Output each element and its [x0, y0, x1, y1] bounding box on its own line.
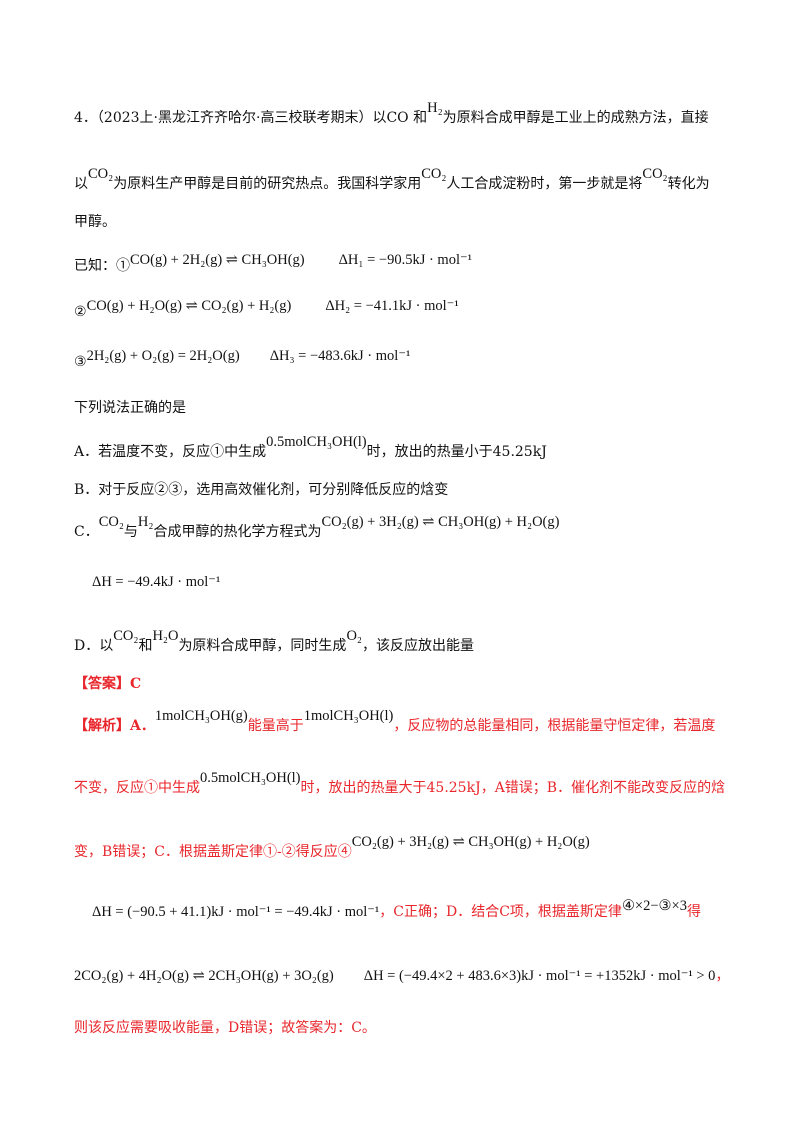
question-line-2: 以CO₂为原料生产甲醇是目前的研究热点。我国科学家用CO₂人工合成淀粉时，第一步…: [0, 166, 800, 194]
analysis-text: 得: [686, 904, 701, 920]
question-prompt-line: 下列说法正确的是: [0, 398, 800, 418]
question-source: （2023上·黑龙江齐齐哈尔·高三校联考期末）: [96, 110, 373, 126]
hess-calc-1: ΔH = (−90.5 + 41.1)kJ · mol⁻¹ = −49.4kJ …: [92, 904, 380, 920]
analysis-text: ，: [715, 968, 730, 984]
question-text: 以: [74, 176, 88, 192]
formula-co2: CO₂: [421, 166, 447, 182]
question-text: 甲醇。: [74, 214, 116, 230]
answer-line: 【答案】C: [0, 674, 800, 694]
option-text: 为原料合成甲醇，同时生成: [178, 638, 347, 654]
option-a: A．若温度不变，反应①中生成0.5molCH₃OH(l)时，放出的热量小于45.…: [0, 434, 800, 462]
hess-combination: ④×2−③×3: [621, 898, 687, 914]
question-text: 以CO 和: [372, 110, 428, 126]
equation-3-line: ③2H₂(g) + O₂(g) = 2H₂O(g) ΔH₃ = −483.6kJ …: [0, 348, 800, 372]
overall-delta-h: ΔH = (−49.4×2 + 483.6×3)kJ · mol⁻¹ = +13…: [363, 968, 716, 984]
formula-methanol-liquid: 1molCH₃OH(l): [303, 708, 394, 724]
reaction-4-equation: CO₂(g) + 3H₂(g) ⇌ CH₃OH(g) + H₂O(g): [351, 834, 590, 850]
analysis-line-6: 则该反应需要吸收能量，D错误；故答案为：C。: [0, 1018, 800, 1038]
circled-number: ②: [74, 304, 87, 320]
equation-1-line: 已知：①CO(g) + 2H₂(g) ⇌ CH₃OH(g) ΔH₁ = −90.5…: [0, 252, 800, 276]
question-text: 转化为: [667, 176, 710, 192]
formula-o2: O₂: [346, 628, 362, 644]
analysis-text: 能量高于: [247, 718, 304, 734]
analysis-line-1: 【解析】A．1molCH₃OH(g)能量高于1molCH₃OH(l)，反应物的总…: [0, 708, 800, 736]
formula-co2: CO₂: [113, 628, 139, 644]
option-text: B．对于反应②③，选用高效催化剂，可分别降低反应的焓变: [74, 482, 449, 498]
option-c: C．CO₂与H₂合成甲醇的热化学方程式为CO₂(g) + 3H₂(g) ⇌ CH…: [0, 514, 800, 542]
equation-3: 2H₂(g) + O₂(g) = 2H₂O(g): [86, 348, 240, 364]
analysis-line-2: 不变，反应①中生成0.5molCH₃OH(l)时，放出的热量大于45.25kJ，…: [0, 770, 800, 798]
formula-h2: H₂: [137, 514, 154, 530]
option-c-equation: CO₂(g) + 3H₂(g) ⇌ CH₃OH(g) + H₂O(g): [321, 514, 560, 530]
question-text: 为原料生产甲醇是目前的研究热点。我国科学家用: [113, 176, 422, 192]
circled-number: ③: [74, 354, 87, 370]
known-label: 已知：①: [74, 258, 130, 274]
formula-h2: H₂: [427, 100, 443, 116]
analysis-text: 则该反应需要吸收能量，D错误；故答案为：C。: [74, 1020, 376, 1036]
analysis-text: 变，B错误；C．根据盖斯定律①-②得反应④: [74, 844, 352, 860]
analysis-text: 不变，反应①中生成: [74, 780, 200, 796]
analysis-text: ，反应物的总能量相同，根据能量守恒定律，若温度: [393, 718, 716, 734]
option-text: 和: [138, 638, 153, 654]
question-line-1: 4．（2023上·黑龙江齐齐哈尔·高三校联考期末）以CO 和H₂为原料合成甲醇是…: [0, 100, 800, 128]
option-c-delta-line: ΔH = −49.4kJ · mol⁻¹: [0, 572, 800, 592]
formula-co2: CO₂: [88, 166, 114, 182]
question-text: 为原料合成甲醇是工业上的成熟方法，直接: [442, 110, 709, 126]
formula-co2: CO₂: [642, 166, 668, 182]
equation-2: CO(g) + H₂O(g) ⇌ CO₂(g) + H₂(g): [86, 298, 292, 314]
option-text: 时，放出的热量小于45.25kJ: [366, 444, 547, 460]
formula-h2o: H₂O: [152, 628, 179, 644]
question-prompt: 下列说法正确的是: [74, 400, 186, 416]
formula-methanol-liquid: 0.5molCH₃OH(l): [266, 434, 367, 450]
analysis-text: ，C正确；D．结合C项，根据盖斯定律: [379, 904, 622, 920]
analysis-line-4: ΔH = (−90.5 + 41.1)kJ · mol⁻¹ = −49.4kJ …: [0, 898, 800, 922]
option-text: C．: [74, 524, 99, 540]
option-text: 合成甲醇的热化学方程式为: [153, 524, 322, 540]
delta-h-3: ΔH₃ = −483.6kJ · mol⁻¹: [269, 348, 411, 364]
question-line-3: 甲醇。: [0, 212, 800, 232]
question-number: 4．: [74, 110, 97, 126]
option-text: D．以: [74, 638, 114, 654]
option-text: A．若温度不变，反应①中生成: [74, 444, 267, 460]
option-b: B．对于反应②③，选用高效催化剂，可分别降低反应的焓变: [0, 480, 800, 500]
analysis-line-3: 变，B错误；C．根据盖斯定律①-②得反应④CO₂(g) + 3H₂(g) ⇌ C…: [0, 834, 800, 862]
option-text: ，该反应放出能量: [361, 638, 474, 654]
analysis-text: 时，放出的热量大于45.25kJ，A错误；B．催化剂不能改变反应的焓: [300, 780, 726, 796]
formula-methanol-liquid: 0.5molCH₃OH(l): [200, 770, 301, 786]
equation-1: CO(g) + 2H₂(g) ⇌ CH₃OH(g): [130, 252, 305, 268]
question-text: 人工合成淀粉时，第一步就是将: [446, 176, 643, 192]
equation-2-line: ②CO(g) + H₂O(g) ⇌ CO₂(g) + H₂(g) ΔH₂ = −4…: [0, 298, 800, 322]
analysis-line-5: 2CO₂(g) + 4H₂O(g) ⇌ 2CH₃OH(g) + 3O₂(g) ΔH…: [0, 966, 800, 986]
overall-equation: 2CO₂(g) + 4H₂O(g) ⇌ 2CH₃OH(g) + 3O₂(g): [74, 968, 334, 984]
option-c-delta-h: ΔH = −49.4kJ · mol⁻¹: [92, 574, 221, 590]
delta-h-1: ΔH₁ = −90.5kJ · mol⁻¹: [338, 252, 472, 268]
delta-h-2: ΔH₂ = −41.1kJ · mol⁻¹: [325, 298, 459, 314]
option-d: D．以CO₂和H₂O为原料合成甲醇，同时生成O₂，该反应放出能量: [0, 628, 800, 656]
formula-methanol-gas: 1molCH₃OH(g): [154, 708, 248, 724]
option-text: 与: [123, 524, 138, 540]
formula-co2: CO₂: [98, 514, 124, 530]
analysis-label: 【解析】A．: [74, 718, 155, 734]
answer-label: 【答案】C: [74, 676, 142, 692]
